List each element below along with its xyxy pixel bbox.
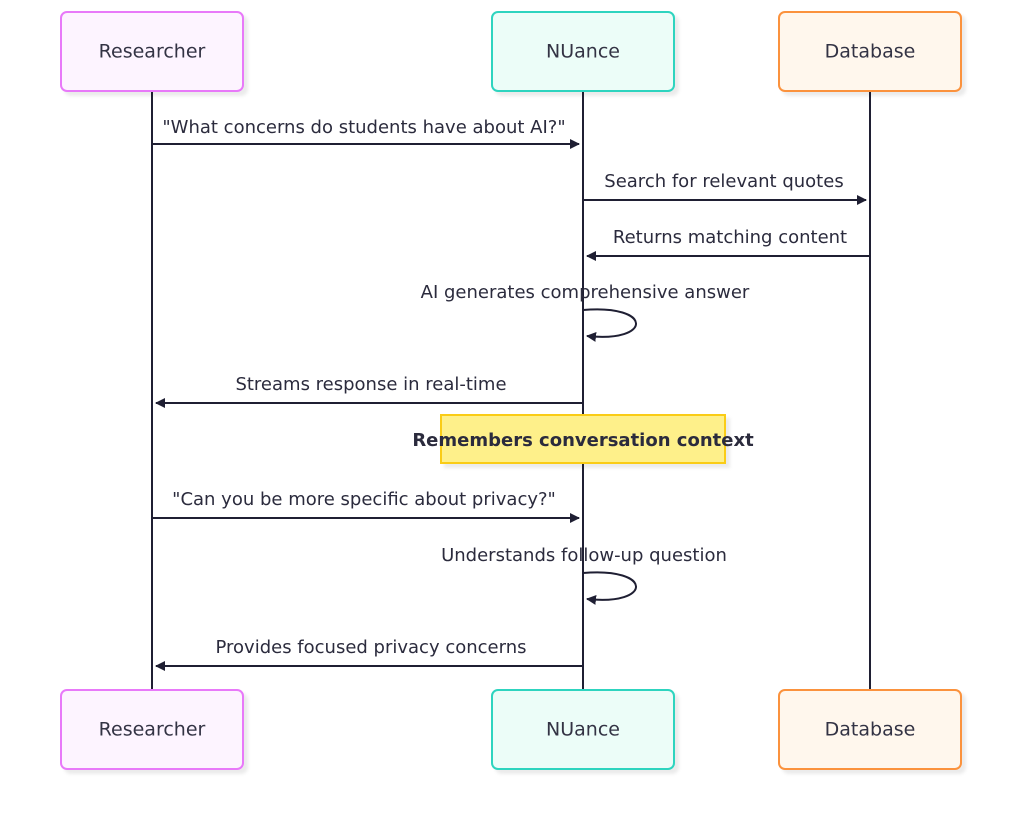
message-label: "What concerns do students have about AI…	[162, 117, 565, 138]
message-label: Understands follow-up question	[441, 545, 727, 566]
actor-nuance-label: NUance	[546, 719, 620, 741]
actor-researcher-label: Researcher	[99, 719, 206, 741]
self-message-arrow	[582, 308, 637, 342]
note: Remembers conversation context	[412, 414, 754, 464]
actor-researcher-label: Researcher	[99, 41, 206, 63]
actor-nuance-label: NUance	[546, 41, 620, 63]
actor-nuance-bottom[interactable]: NUance	[491, 689, 675, 770]
actor-database-label: Database	[825, 719, 916, 741]
actor-database-bottom[interactable]: Database	[778, 689, 962, 770]
note-text: Remembers conversation context	[412, 430, 754, 451]
message-label: Returns matching content	[613, 227, 847, 248]
message-label: "Can you be more specific about privacy?…	[172, 489, 556, 510]
self-message-arrow	[582, 571, 637, 605]
actor-database-label: Database	[825, 41, 916, 63]
actor-researcher-bottom[interactable]: Researcher	[60, 689, 244, 770]
actor-database-top[interactable]: Database	[778, 11, 962, 92]
actor-nuance-top[interactable]: NUance	[491, 11, 675, 92]
message-label: Provides focused privacy concerns	[215, 637, 526, 658]
message-label: Streams response in real-time	[235, 374, 506, 395]
message-label: AI generates comprehensive answer	[421, 282, 750, 303]
actor-researcher-top[interactable]: Researcher	[60, 11, 244, 92]
message-label: Search for relevant quotes	[604, 171, 843, 192]
